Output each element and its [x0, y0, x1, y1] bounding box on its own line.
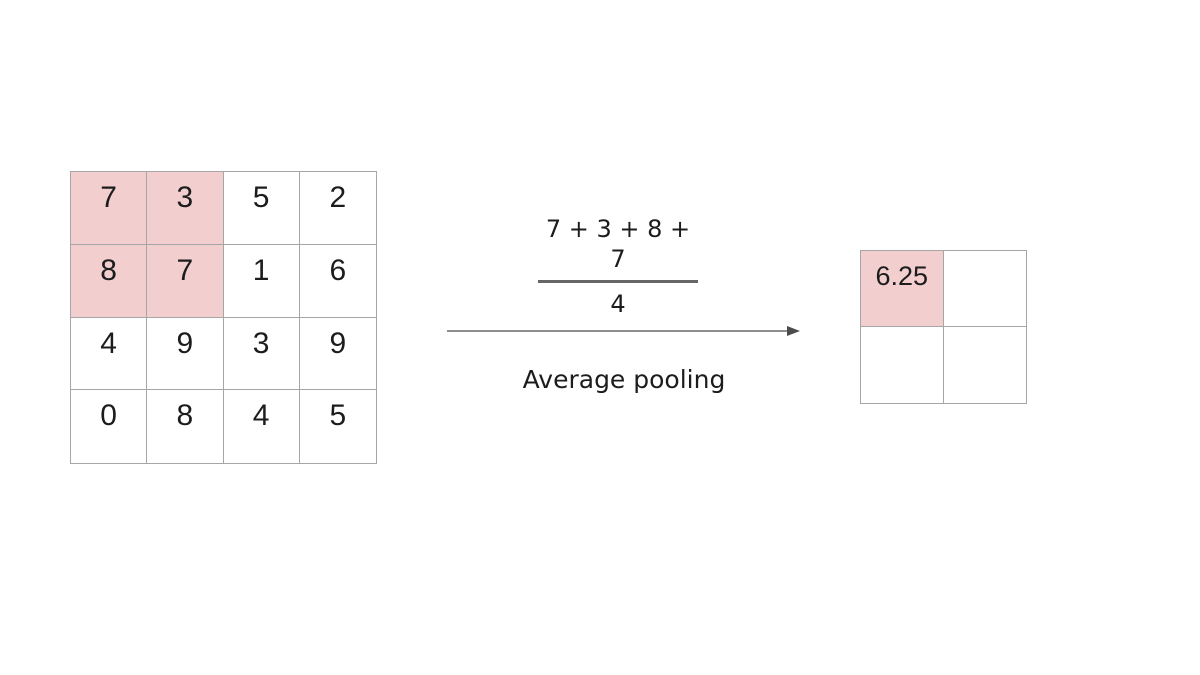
input-cell-r1c1: 7 — [147, 244, 224, 318]
pooling-formula: 7 + 3 + 8 + 7 4 — [538, 214, 698, 319]
average-pooling-label: Average pooling — [522, 365, 726, 394]
input-feature-map: 7 3 5 2 8 7 1 6 4 9 3 9 0 8 4 5 — [70, 171, 377, 464]
formula-denominator: 4 — [610, 290, 626, 318]
input-cell-r0c2: 5 — [223, 172, 300, 245]
arrow-icon — [447, 323, 801, 339]
input-cell-r3c1: 8 — [147, 390, 224, 463]
output-cell-r0c0: 6.25 — [861, 251, 944, 327]
input-cell-r1c0: 8 — [71, 244, 148, 318]
input-cell-r2c3: 9 — [299, 318, 376, 391]
input-cell-r2c1: 9 — [147, 317, 224, 391]
input-cell-r1c2: 1 — [223, 244, 300, 318]
output-feature-map: 6.25 — [860, 250, 1027, 404]
input-cell-r1c3: 6 — [299, 245, 376, 318]
input-cell-r2c0: 4 — [71, 317, 148, 391]
output-cell-r1c1 — [944, 327, 1027, 403]
formula-numerator: 7 + 3 + 8 + 7 — [545, 215, 691, 273]
input-cell-r2c2: 3 — [223, 317, 300, 391]
input-cell-r0c3: 2 — [299, 172, 376, 245]
input-cell-r3c2: 4 — [224, 390, 300, 463]
input-cell-r3c0: 0 — [71, 390, 148, 463]
input-cell-r0c1: 3 — [147, 172, 224, 245]
fraction-bar — [538, 280, 698, 283]
input-cell-r3c3: 5 — [329, 399, 347, 433]
output-cell-r1c0 — [861, 327, 944, 403]
input-cell-r0c0: 7 — [71, 172, 148, 245]
output-cell-r0c1 — [943, 251, 1026, 327]
